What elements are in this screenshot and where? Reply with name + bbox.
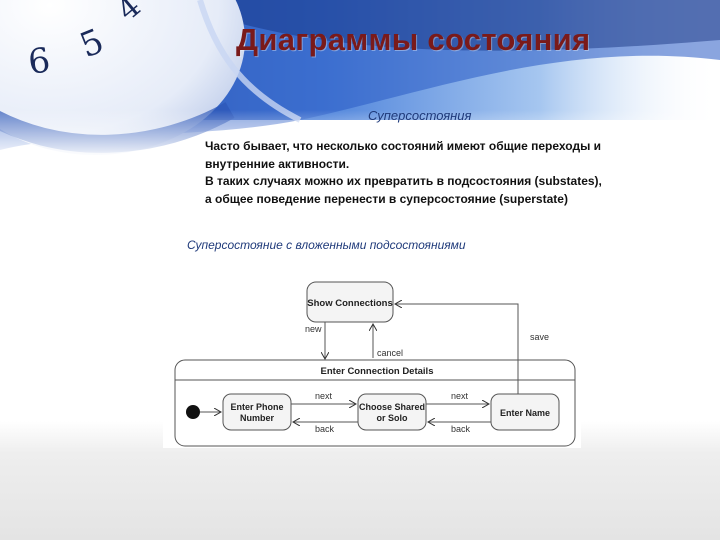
diagram-caption: Суперсостояние с вложенными подсостояния… (187, 238, 466, 252)
paragraph-line: В таких случаях можно их превратить в по… (205, 173, 685, 191)
slide-title: Диаграммы состояния (236, 22, 656, 58)
state-enter-phone-label-line2: Number (240, 413, 275, 423)
initial-state-icon (186, 405, 200, 419)
state-enter-phone-label-line1: Enter Phone (230, 402, 283, 412)
state-enter-phone-number (223, 394, 291, 430)
state-choose-shared-label-line2: or Solo (377, 413, 409, 423)
paragraph-line: Часто бывает, что несколько состояний им… (205, 138, 685, 156)
state-enter-name-label: Enter Name (500, 408, 550, 418)
transition-new-label: new (305, 324, 322, 334)
paragraph-line: а общее поведение перенести в суперсосто… (205, 191, 685, 209)
transition-next-1-label: next (315, 391, 333, 401)
state-show-connections-label: Show Connections (307, 298, 393, 309)
slide-paragraph: Часто бывает, что несколько состояний им… (205, 138, 685, 208)
paragraph-line: внутренние активности. (205, 156, 685, 174)
transition-cancel-label: cancel (377, 348, 403, 358)
superstate-label: Enter Connection Details (321, 366, 434, 377)
transition-next-2-label: next (451, 391, 469, 401)
transition-back-1-label: back (315, 424, 335, 434)
state-choose-shared-or-solo (358, 394, 426, 430)
state-diagram: Show Connections new cancel save Enter C… (163, 268, 581, 448)
transition-back-2-label: back (451, 424, 471, 434)
transition-save-label: save (530, 332, 549, 342)
state-choose-shared-label-line1: Choose Shared (359, 402, 425, 412)
slide-subtitle: Суперсостояния (368, 108, 472, 123)
transition-save-arrow (395, 304, 518, 398)
